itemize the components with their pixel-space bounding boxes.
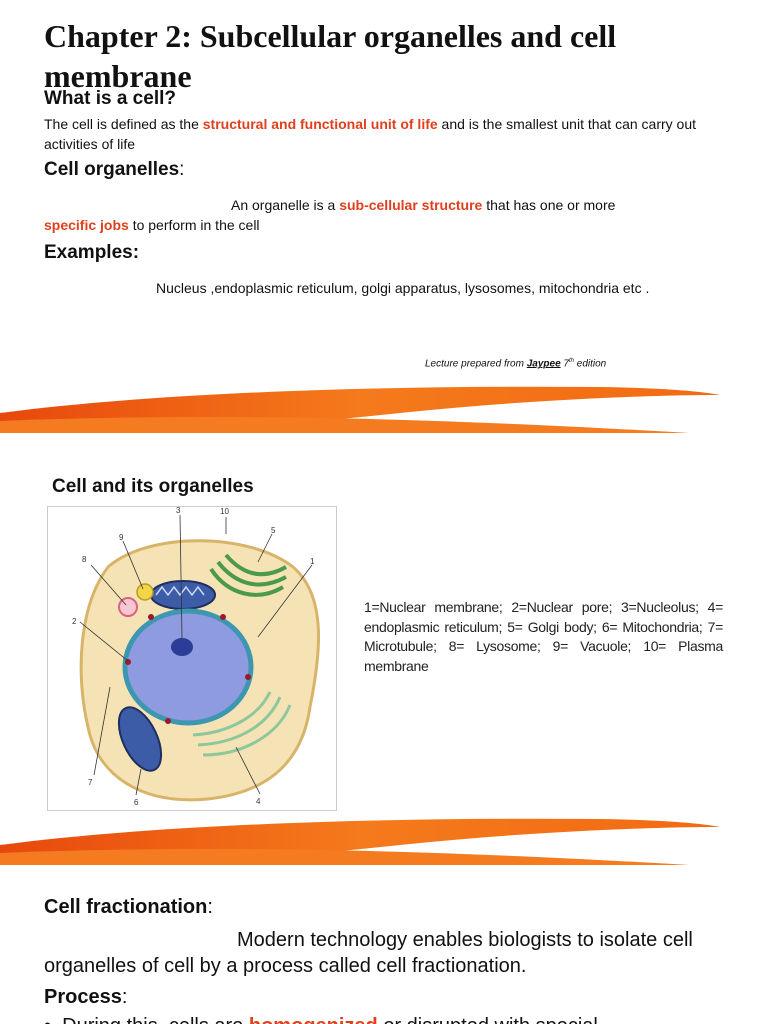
bullet-pre: During this, cells are xyxy=(62,1015,249,1024)
footer-sup: th xyxy=(568,358,574,364)
fractionation-heading-colon: : xyxy=(207,896,213,918)
process-bullet: • During this, cells are homogenized or … xyxy=(44,1015,598,1024)
org-post: to perform in the cell xyxy=(128,217,260,233)
organelle-legend: 1=Nuclear membrane; 2=Nuclear pore; 3=Nu… xyxy=(364,599,723,674)
label-4: 4 xyxy=(256,797,261,806)
label-8: 8 xyxy=(82,555,87,564)
footer-num: 7 xyxy=(563,358,569,370)
golgi-body xyxy=(209,553,287,597)
cell-diagram: 3 10 5 1 9 8 2 7 6 4 xyxy=(47,506,337,811)
slide-1: Chapter 2: Subcellular organelles and ce… xyxy=(0,0,768,433)
organelle-definition: An organelle is a sub-cellular structure… xyxy=(44,195,734,235)
label-6: 6 xyxy=(134,798,139,807)
label-2: 2 xyxy=(72,617,77,626)
cell-fractionation-heading: Cell fractionation: xyxy=(44,896,213,919)
footer-pre: Lecture prepared from xyxy=(425,358,527,370)
label-7: 7 xyxy=(88,778,93,787)
organelles-heading-colon: : xyxy=(179,159,185,180)
process-heading-colon: : xyxy=(121,986,128,1008)
mitochondrion-bottom xyxy=(117,706,163,772)
label-10: 10 xyxy=(220,507,229,516)
nucleolus xyxy=(171,638,193,656)
def-highlight: structural and functional unit of life xyxy=(202,116,438,132)
bullet-dot: • xyxy=(44,1015,62,1024)
label-5: 5 xyxy=(271,526,276,535)
what-is-cell-heading: What is a cell? xyxy=(44,88,176,109)
cell-diagram-svg xyxy=(79,514,321,802)
label-1: 1 xyxy=(310,557,315,566)
org-mid: that has one or more xyxy=(482,197,616,213)
nuclear-pores xyxy=(125,614,251,724)
vacuole xyxy=(136,583,154,601)
def-post: and is the smallest unit that can carry … xyxy=(44,116,697,152)
bullet-highlight: homogenized xyxy=(249,1015,378,1024)
fractionation-body: Modern technology enables biologists to … xyxy=(44,929,693,977)
footer-post: edition xyxy=(574,358,607,370)
footer-link: Jaypee xyxy=(526,358,561,370)
examples-heading: Examples: xyxy=(44,242,140,263)
process-heading-text: Process xyxy=(44,986,122,1008)
cell-organelles-slide-heading: Cell and its organelles xyxy=(52,476,254,497)
org-pre: An organelle is a xyxy=(231,197,340,213)
process-heading: Process: xyxy=(44,986,127,1009)
label-9: 9 xyxy=(119,533,124,542)
label-3: 3 xyxy=(176,506,181,515)
org-highlight-1: sub-cellular structure xyxy=(339,197,483,213)
cell-definition: The cell is defined as the structural an… xyxy=(44,114,734,154)
examples-text: Nucleus ,endoplasmic reticulum, golgi ap… xyxy=(156,280,650,296)
cell-organelles-heading: Cell organelles: xyxy=(44,159,184,181)
org-highlight-2: specific jobs xyxy=(44,217,129,233)
lecture-footer: Lecture prepared from Jaypee 7th edition xyxy=(425,358,606,369)
orange-swoosh-decoration-2 xyxy=(0,818,720,865)
slide-2: Cell and its organelles xyxy=(0,445,768,865)
bullet-post: or disrupted with special xyxy=(378,1015,598,1024)
def-pre: The cell is defined as the xyxy=(44,116,203,132)
fractionation-heading-text: Cell fractionation xyxy=(44,896,208,918)
chapter-title: Chapter 2: Subcellular organelles and ce… xyxy=(44,18,617,94)
slide-3: Cell fractionation: Modern technology en… xyxy=(0,877,768,1024)
organelles-heading-text: Cell organelles xyxy=(44,159,180,180)
orange-swoosh-decoration xyxy=(0,386,720,433)
endoplasmic-reticulum xyxy=(192,691,292,757)
nucleus xyxy=(122,608,254,726)
